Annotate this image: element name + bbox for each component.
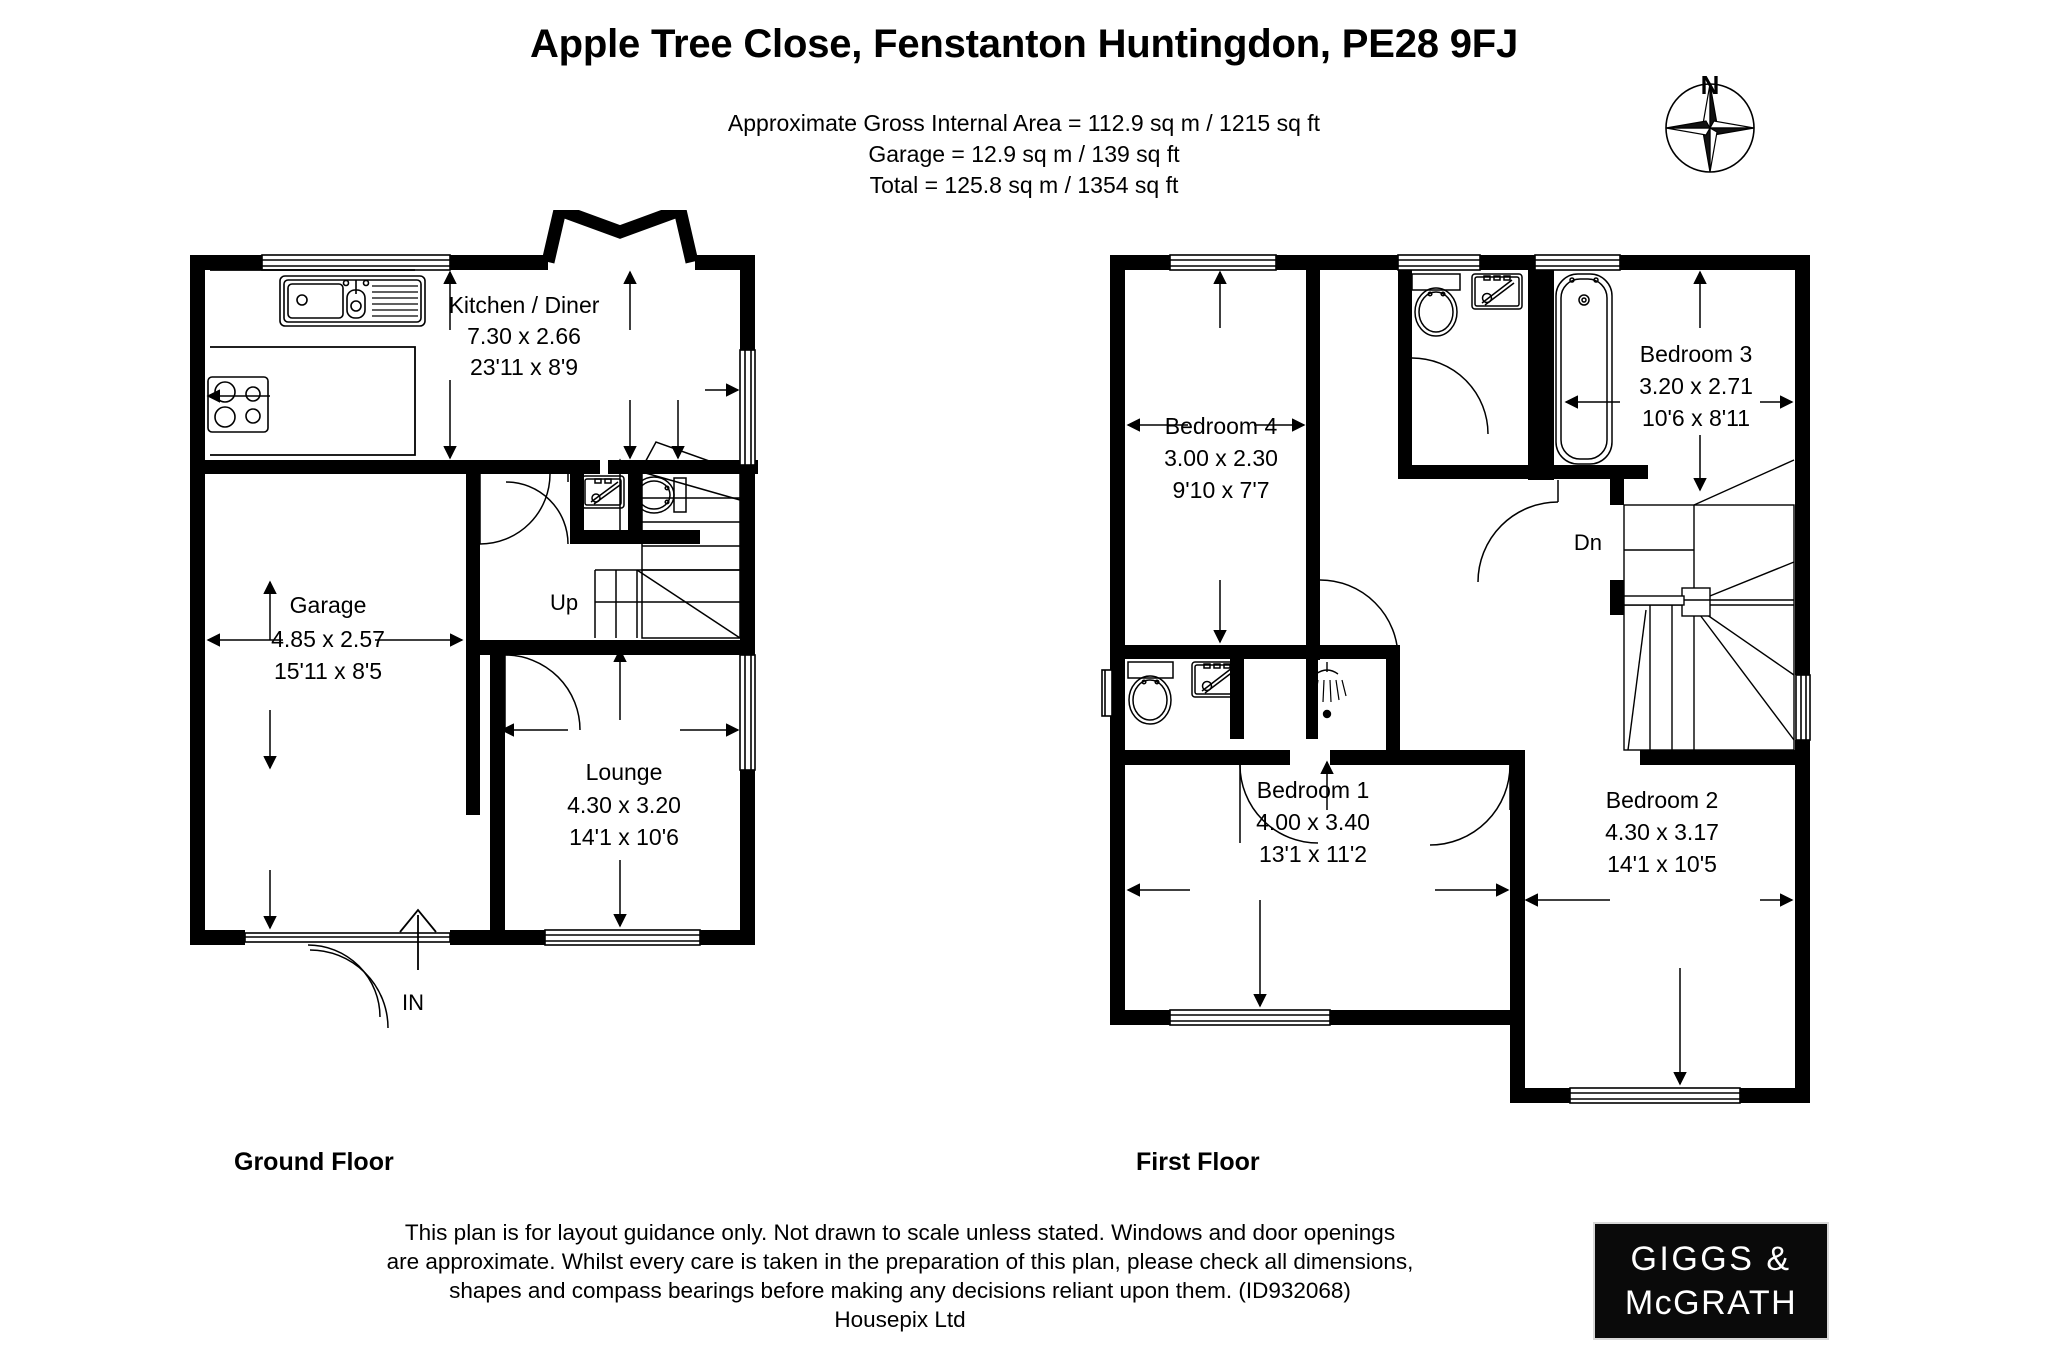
disclaimer-line-1: This plan is for layout guidance only. N… [404, 1220, 1396, 1245]
room-label-lounge-imperial: 14'1 x 10'6 [569, 824, 679, 850]
ground-floor-dimension-arrows [206, 270, 740, 930]
room-label-bedroom3-metric: 3.20 x 2.71 [1639, 373, 1753, 399]
page-title: Apple Tree Close, Fenstanton Huntingdon,… [529, 22, 1519, 66]
first-floor-walls [1110, 255, 1810, 1103]
room-label-bedroom1-imperial: 13'1 x 11'2 [1259, 841, 1367, 867]
first-floor-caption: First Floor [1136, 1148, 1260, 1176]
ensuite-shower-icon [1307, 662, 1347, 719]
kitchen-sink-icon [279, 275, 426, 327]
disclaimer-line-2: are approximate. Whilst every care is ta… [386, 1249, 1414, 1274]
room-label-bedroom4-name: Bedroom 4 [1165, 413, 1278, 439]
ground-floor-room-labels: Kitchen / Diner 7.30 x 2.66 23'11 x 8'9 … [271, 292, 681, 850]
first-floor-room-labels: Bedroom 4 3.00 x 2.30 9'10 x 7'7 Bedroom… [1164, 341, 1753, 877]
area-summary: Approximate Gross Internal Area = 112.9 … [0, 108, 2048, 201]
staircase-up [594, 441, 741, 639]
room-label-bedroom1-name: Bedroom 1 [1257, 777, 1370, 803]
stairs-down-label: Dn [1574, 530, 1602, 555]
entrance-in-arrow-icon [399, 908, 437, 970]
compass-north-label: N [1700, 70, 1720, 100]
agency-logo-line-1: GIGGS & [1630, 1240, 1792, 1278]
compass-rose: N [1645, 70, 1775, 210]
room-label-bedroom4-imperial: 9'10 x 7'7 [1172, 477, 1269, 503]
kitchen-units [210, 269, 416, 456]
room-label-bedroom1-metric: 4.00 x 3.40 [1256, 809, 1370, 835]
disclaimer-text: This plan is for layout guidance only. N… [260, 1218, 1540, 1334]
ground-floor-doors [307, 460, 581, 1018]
first-floor-windows [1101, 254, 1811, 1104]
ground-floor-plan: Up [190, 210, 758, 1029]
room-label-bedroom2-metric: 4.30 x 3.17 [1605, 819, 1719, 845]
bathroom-toilet-icon [1411, 273, 1461, 337]
lounge-door-swing [309, 949, 389, 1029]
room-label-bedroom2-name: Bedroom 2 [1606, 787, 1719, 813]
area-line-garage: Garage = 12.9 sq m / 139 sq ft [868, 141, 1180, 167]
area-line-total: Total = 125.8 sq m / 1354 sq ft [869, 172, 1179, 198]
wc-basin-icon [581, 475, 625, 509]
room-label-bedroom4-metric: 3.00 x 2.30 [1164, 445, 1278, 471]
room-label-garage-name: Garage [290, 592, 367, 618]
ensuite-basin-icon [1191, 661, 1243, 698]
room-label-lounge-name: Lounge [586, 759, 663, 785]
room-label-garage-metric: 4.85 x 2.57 [271, 626, 385, 652]
disclaimer-line-4: Housepix Ltd [834, 1307, 966, 1332]
room-label-bedroom3-name: Bedroom 3 [1640, 341, 1753, 367]
agency-logo: GIGGS & McGRATH [1593, 1222, 1829, 1340]
room-label-lounge-metric: 4.30 x 3.20 [567, 792, 681, 818]
wc-toilet-icon [633, 476, 687, 514]
area-line-gross: Approximate Gross Internal Area = 112.9 … [727, 110, 1321, 136]
bathroom-basin-icon [1471, 273, 1523, 310]
ensuite-toilet-icon [1127, 661, 1174, 725]
room-label-bedroom3-imperial: 10'6 x 8'11 [1642, 405, 1750, 431]
staircase-down [1623, 459, 1795, 751]
room-label-kitchen-diner-name: Kitchen / Diner [449, 292, 600, 318]
kitchen-hob-icon [207, 376, 269, 433]
porch-bay [541, 210, 699, 264]
disclaimer-line-3: shapes and compass bearings before makin… [449, 1278, 1351, 1303]
stairs-up-label: Up [550, 590, 578, 615]
entrance-in-label: IN [402, 990, 424, 1015]
first-floor-dimension-arrows [1126, 270, 1794, 1086]
bathroom-bath-icon [1555, 273, 1613, 465]
compass-star-icon [1665, 83, 1755, 173]
room-label-kitchen-diner-imperial: 23'11 x 8'9 [470, 354, 578, 380]
room-label-kitchen-diner-metric: 7.30 x 2.66 [467, 323, 581, 349]
ground-floor-windows [244, 254, 756, 946]
first-floor-doors [1239, 357, 1559, 846]
ground-floor-caption: Ground Floor [234, 1148, 394, 1176]
first-floor-plan: Dn [1101, 254, 1811, 1104]
agency-logo-line-2: McGRATH [1624, 1284, 1798, 1322]
room-label-garage-imperial: 15'11 x 8'5 [274, 658, 382, 684]
room-label-bedroom2-imperial: 14'1 x 10'5 [1607, 851, 1717, 877]
